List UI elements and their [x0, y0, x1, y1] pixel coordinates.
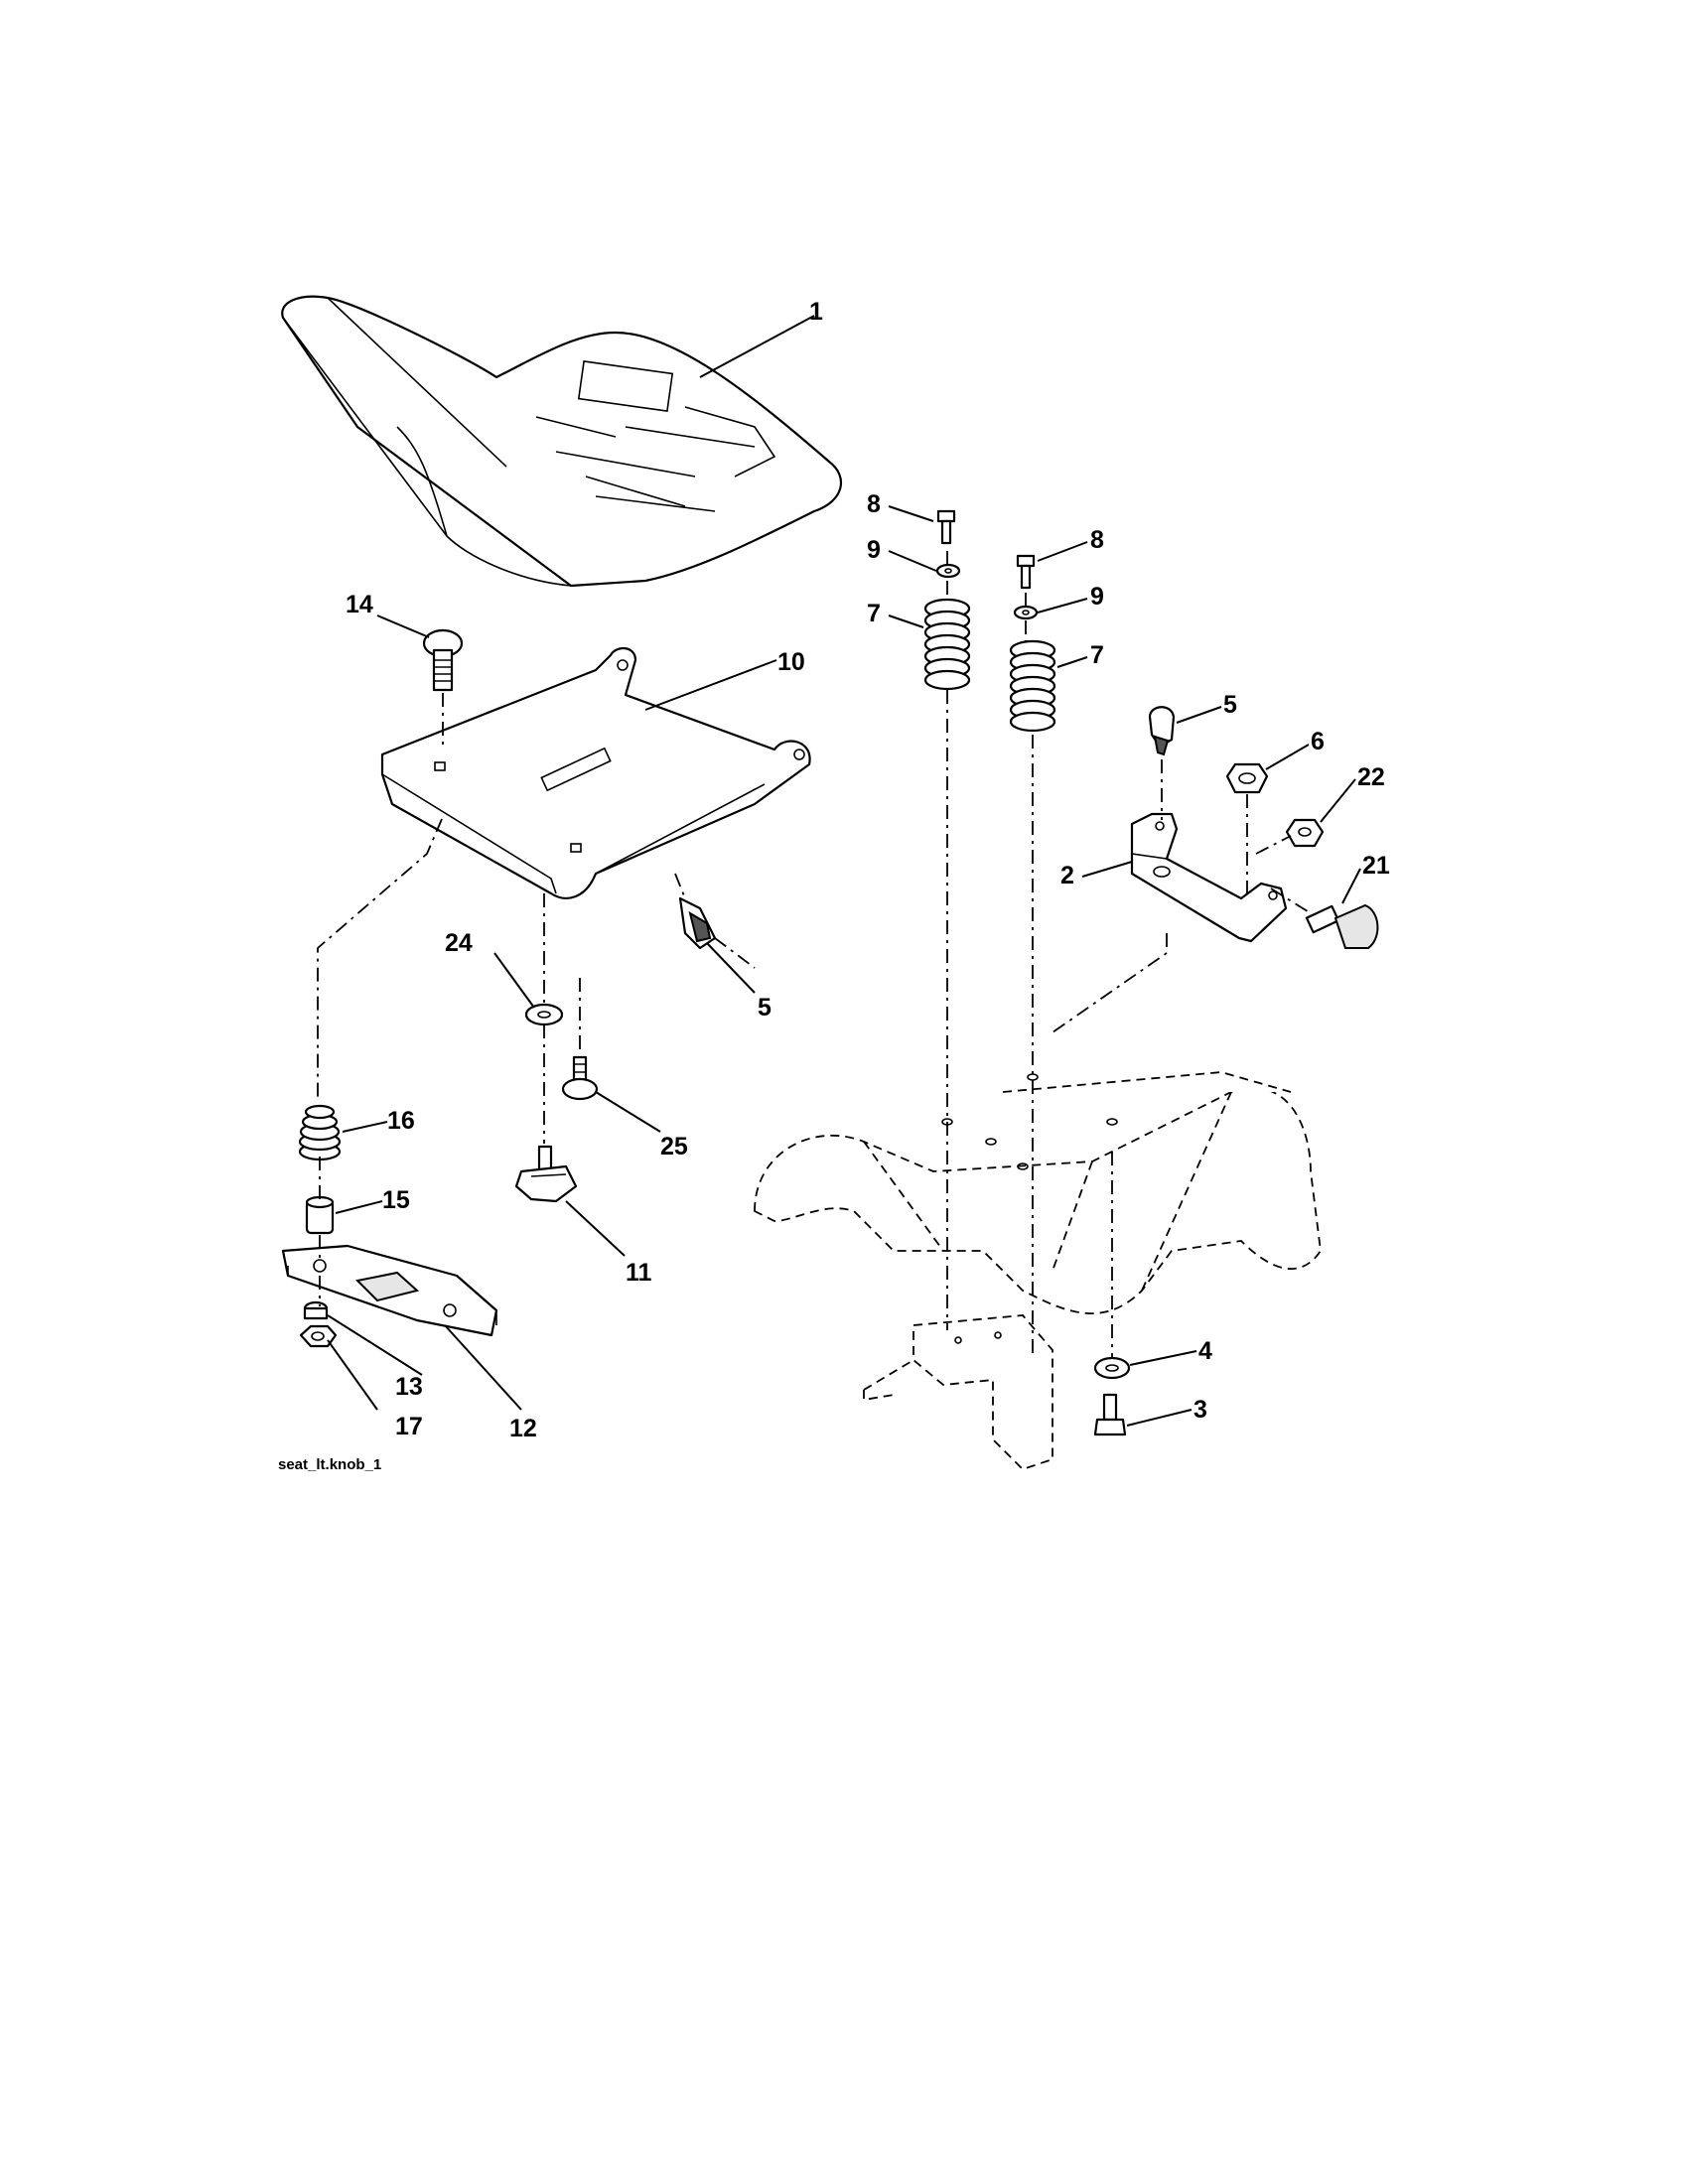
seat: [281, 295, 843, 588]
seat-switch-upper: [1148, 706, 1176, 756]
callout-25: 25: [660, 1133, 688, 1160]
callout-5-lower: 5: [758, 994, 772, 1022]
flat-washer-24: [524, 1003, 564, 1026]
callout-12: 12: [509, 1415, 537, 1442]
callout-5-upper: 5: [1223, 691, 1237, 719]
lower-bracket-ghost: [863, 1314, 1053, 1471]
callout-14: 14: [346, 591, 373, 618]
callout-6: 6: [1311, 728, 1325, 755]
hex-locknut-17: [299, 1324, 338, 1348]
switch-bracket: [1130, 812, 1288, 943]
callout-10: 10: [777, 648, 805, 676]
hex-nut-6: [1225, 762, 1269, 794]
hex-bolt-3: [1093, 1393, 1127, 1436]
shoulder-bolt-21: [1305, 903, 1379, 949]
callout-1: 1: [809, 298, 823, 326]
flat-washer-4: [1093, 1356, 1131, 1380]
callout-11: 11: [626, 1259, 652, 1287]
callout-15: 15: [382, 1186, 410, 1214]
callout-3: 3: [1193, 1396, 1207, 1424]
seat-pan: [380, 647, 811, 899]
callout-24: 24: [445, 929, 473, 957]
frame-mount-holes: [941, 1073, 1118, 1170]
seat-spring-7-left: [923, 598, 971, 691]
alignment-lines: [317, 551, 1312, 1358]
callout-17: 17: [395, 1413, 423, 1440]
carriage-bolt: [422, 628, 464, 692]
leader-lines: [327, 315, 1361, 1427]
callout-8-left: 8: [867, 490, 881, 518]
callout-21: 21: [1362, 852, 1390, 880]
lock-washer-9-right: [1013, 605, 1039, 620]
nut-22: [1285, 818, 1325, 848]
callout-13: 13: [395, 1373, 423, 1401]
callout-8-right: 8: [1090, 526, 1104, 554]
callout-16: 16: [387, 1107, 415, 1135]
callout-7-left: 7: [867, 600, 881, 627]
spacer: [305, 1195, 335, 1235]
callout-9-left: 9: [867, 536, 881, 564]
seat-spring-7-right: [1009, 639, 1056, 733]
lock-washer-9-left: [935, 563, 961, 579]
tractor-frame-ghost: [754, 1071, 1322, 1314]
callout-9-right: 9: [1090, 583, 1104, 611]
bushing: [303, 1300, 329, 1320]
callout-22: 22: [1357, 763, 1385, 791]
slide-rail: [281, 1244, 498, 1337]
bolt-8-left: [936, 509, 956, 545]
compression-spring-16: [298, 1104, 342, 1161]
shoulder-bolt: [561, 1055, 599, 1101]
callout-2: 2: [1060, 862, 1074, 889]
callout-7-right: 7: [1090, 641, 1104, 669]
callout-4: 4: [1198, 1337, 1212, 1365]
bolt-8-right: [1016, 554, 1036, 590]
diagram-caption: seat_lt.knob_1: [278, 1456, 381, 1473]
adjustment-knob: [514, 1145, 578, 1203]
callouts: 1 10 14 5 24 25 11 16 15 12 13 17 8 9 7 …: [346, 298, 1390, 1442]
seat-switch-lower: [674, 873, 756, 969]
